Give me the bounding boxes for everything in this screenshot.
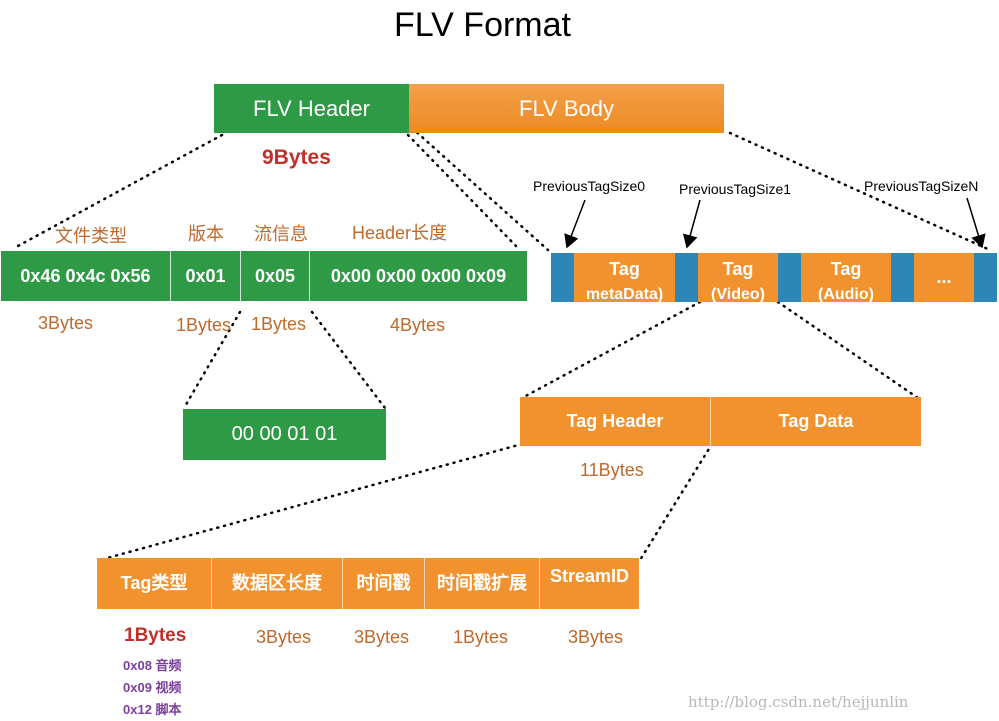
prev-tag-size-cell [675,253,698,302]
tagheader-line-left [98,442,524,562]
tagheader-line-right [638,442,714,562]
page-title: FLV Format [394,6,571,44]
tag-header-size: 11Bytes [580,460,644,480]
prev-tag-size0-arrow [564,199,586,249]
tag-field-timestamp: 时间戳 [343,558,425,609]
tag-field-timestamp-ext-label: 时间戳扩展 [437,573,527,593]
watermark: http://blog.csdn.net/hejjunlin [688,693,909,711]
tag-size-timestamp: 3Bytes [354,627,410,647]
header-value-file-type: 0x46 0x4c 0x56 [1,251,171,301]
stream-info-bits-box: 00 00 01 01 [183,409,386,460]
size-file-type: 3Bytes [38,313,94,333]
prev-tag-size-cell [778,253,801,302]
tag-field-stream-id-label: StreamID [549,566,630,586]
tag-audio: Tag (Audio) [801,253,891,303]
header-expand-line-right [406,133,518,248]
header-value-version: 0x01 [171,251,241,301]
tag-video-line2: (Video) [711,286,765,303]
tag-audio-line2: (Audio) [818,286,874,303]
tag-field-data-length: 数据区长度 [212,558,343,609]
tag-field-data-length-label: 数据区长度 [232,573,322,593]
prev-tag-size0-label: PreviousTagSize0 [533,178,646,194]
streaminfo-line-left [182,310,242,410]
flv-header-box: FLV Header [214,84,409,133]
tag-field-stream-id: StreamID [540,558,639,609]
streaminfo-line-right [310,310,387,410]
tag-type-video: 0x09 视频 [123,680,182,695]
prev-tag-size-cell [974,253,997,302]
tag-field-type: Tag类型 [97,558,212,609]
tag-size-type: 1Bytes [124,625,187,646]
tag-size-stream-id: 3Bytes [568,627,624,647]
prev-tag-size1-arrow [682,199,701,249]
size-header-length: 4Bytes [390,315,446,335]
tag-header-box: Tag Header [520,397,711,446]
tag-ellipsis: ... [914,253,974,302]
tag-metadata-line1: Tag [609,259,640,279]
size-stream-info: 1Bytes [251,314,307,334]
tag-field-type-label: Tag类型 [120,573,188,593]
field-label-header-length: Header长度 [352,223,448,243]
tag-type-audio: 0x08 音频 [123,658,182,673]
field-label-file-type: 文件类型 [55,226,127,246]
prev-tag-sizeN-label: PreviousTagSizeN [864,178,979,194]
prev-tag-size-cell [891,253,914,302]
tag-video: Tag (Video) [698,253,778,303]
tag-metadata-line2: metaData) [585,286,664,303]
tag-expand-line-left [520,300,702,400]
field-label-stream-info: 流信息 [254,224,308,244]
field-label-version: 版本 [188,224,224,244]
flv-header-size: 9Bytes [262,146,331,169]
tag-field-timestamp-ext: 时间戳扩展 [425,558,540,609]
flv-body-box: FLV Body [409,84,724,133]
tag-expand-line-right [776,300,920,400]
tag-metadata: Tag metaData) [574,253,675,303]
prev-tag-sizeN-arrow [966,197,986,249]
tag-type-script: 0x12 脚本 [123,702,182,717]
tag-field-timestamp-label: 时间戳 [356,573,411,593]
body-expand-line-left [410,126,550,252]
tag-audio-line1: Tag [830,259,862,279]
tag-size-timestamp-ext: 1Bytes [453,627,509,647]
prev-tag-size1-label: PreviousTagSize1 [679,181,792,197]
body-expand-line-right [728,131,992,252]
size-version: 1Bytes [176,315,232,335]
tag-data-box: Tag Data [711,397,921,446]
tag-video-line1: Tag [722,259,754,279]
prev-tag-size-cell [551,253,574,302]
header-value-header-length: 0x00 0x00 0x00 0x09 [310,251,527,301]
header-value-stream-info: 0x05 [241,251,310,301]
tag-size-data-length: 3Bytes [256,627,312,647]
